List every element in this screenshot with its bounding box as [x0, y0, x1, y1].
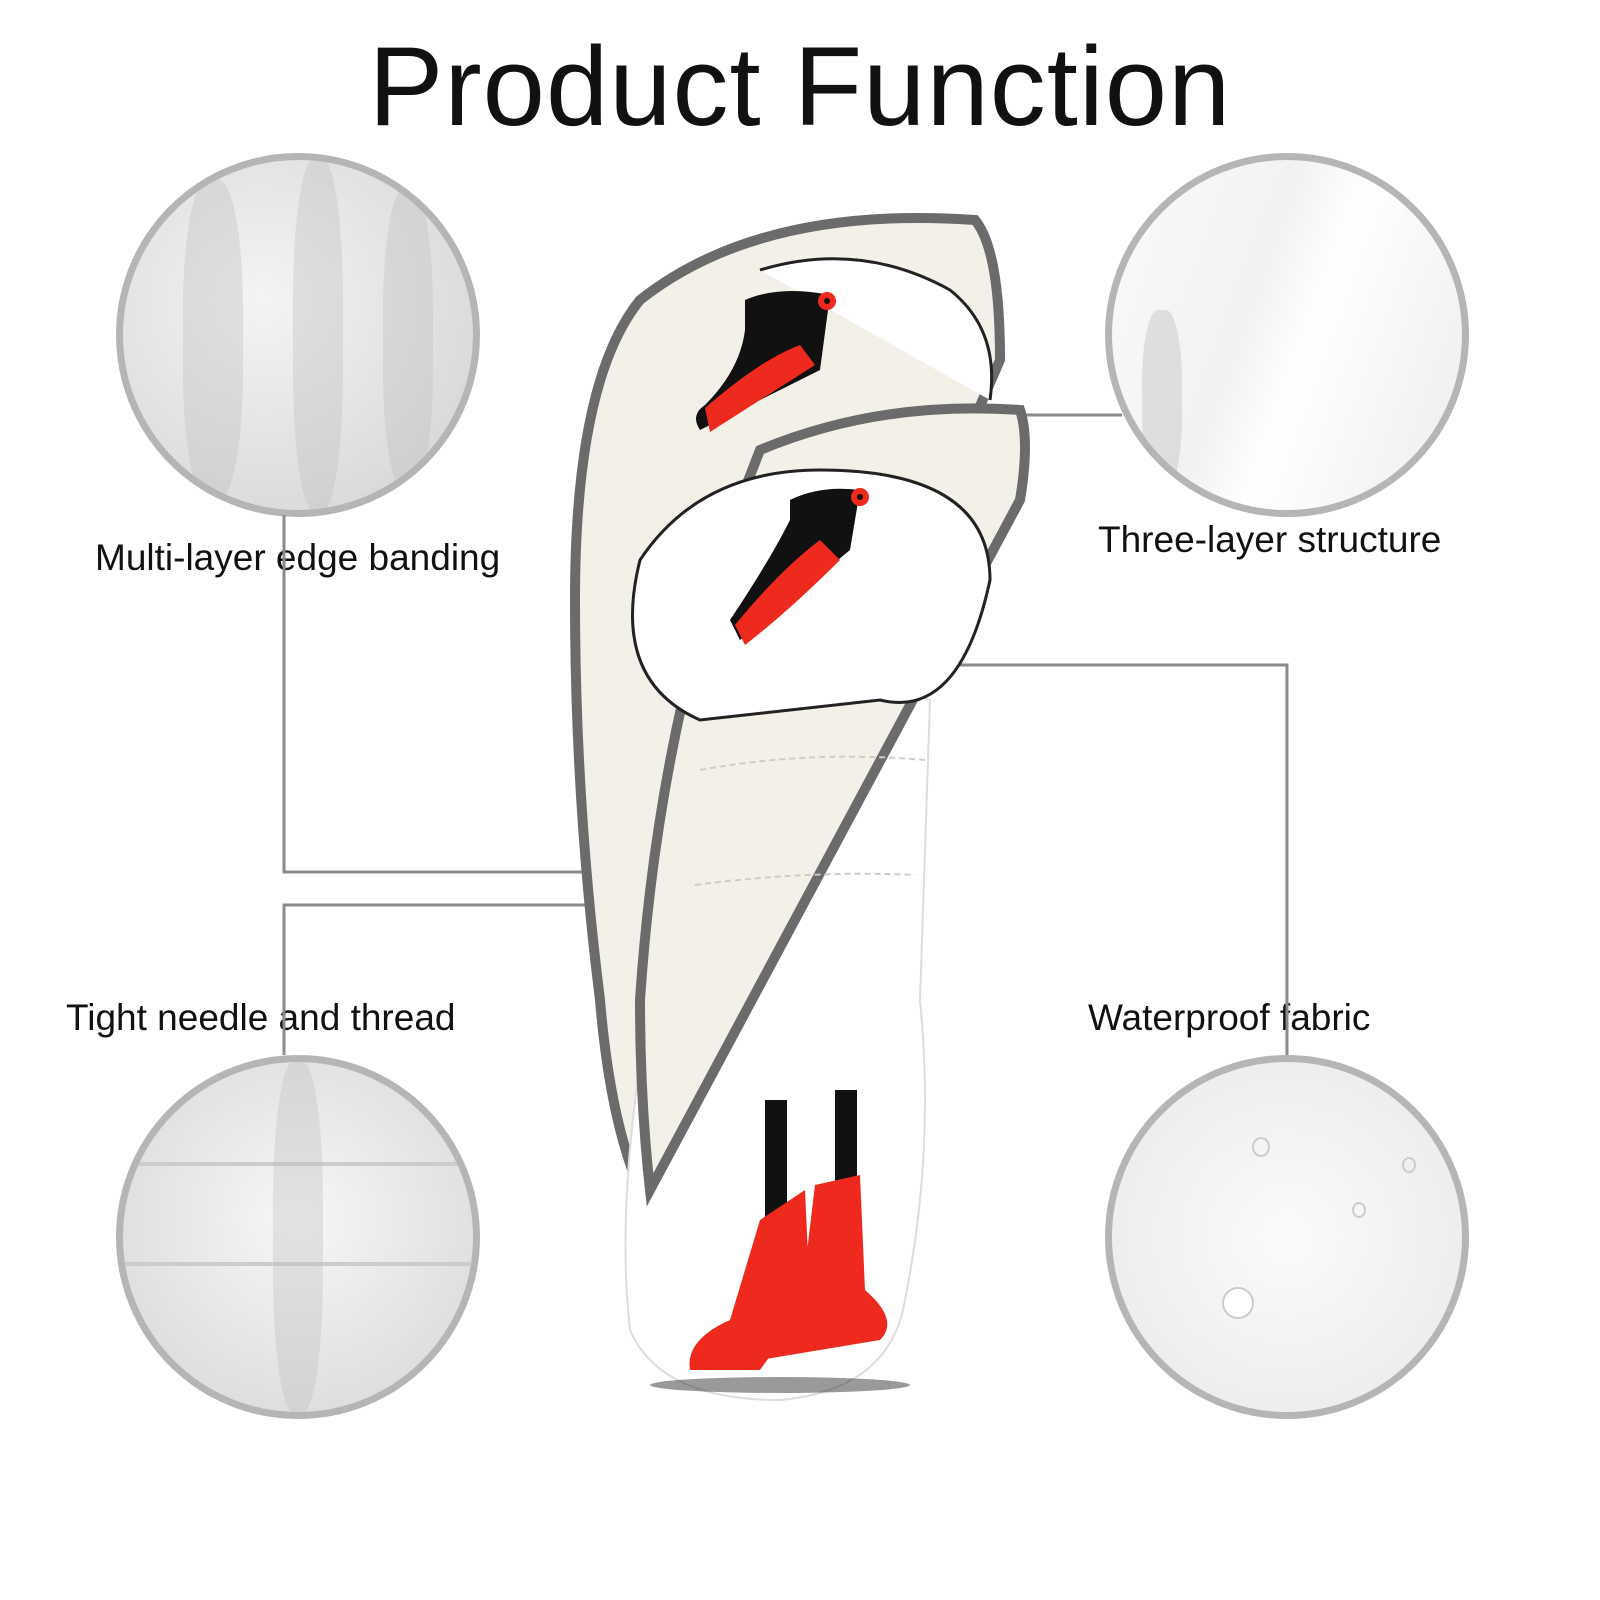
page-title: Product Function: [368, 24, 1232, 149]
swan-legs-icon: [650, 1090, 910, 1393]
feature-label-three-layer: Three-layer structure: [1098, 519, 1442, 560]
detail-circle-edge-banding: [116, 153, 480, 517]
feature-label-stitching: Tight needle and thread: [66, 997, 456, 1038]
feature-label-waterproof: Waterproof fabric: [1088, 997, 1371, 1038]
swan-front-icon: [631, 468, 992, 722]
detail-circle-waterproof: [1105, 1055, 1469, 1419]
connector-lines: [282, 413, 1289, 1055]
stitching-lines: [694, 755, 926, 886]
swan-top-icon: [696, 257, 994, 432]
detail-circle-three-layer: [1105, 153, 1469, 517]
detail-circle-stitching: [116, 1055, 480, 1419]
feature-label-edge-banding: Multi-layer edge banding: [95, 537, 501, 578]
